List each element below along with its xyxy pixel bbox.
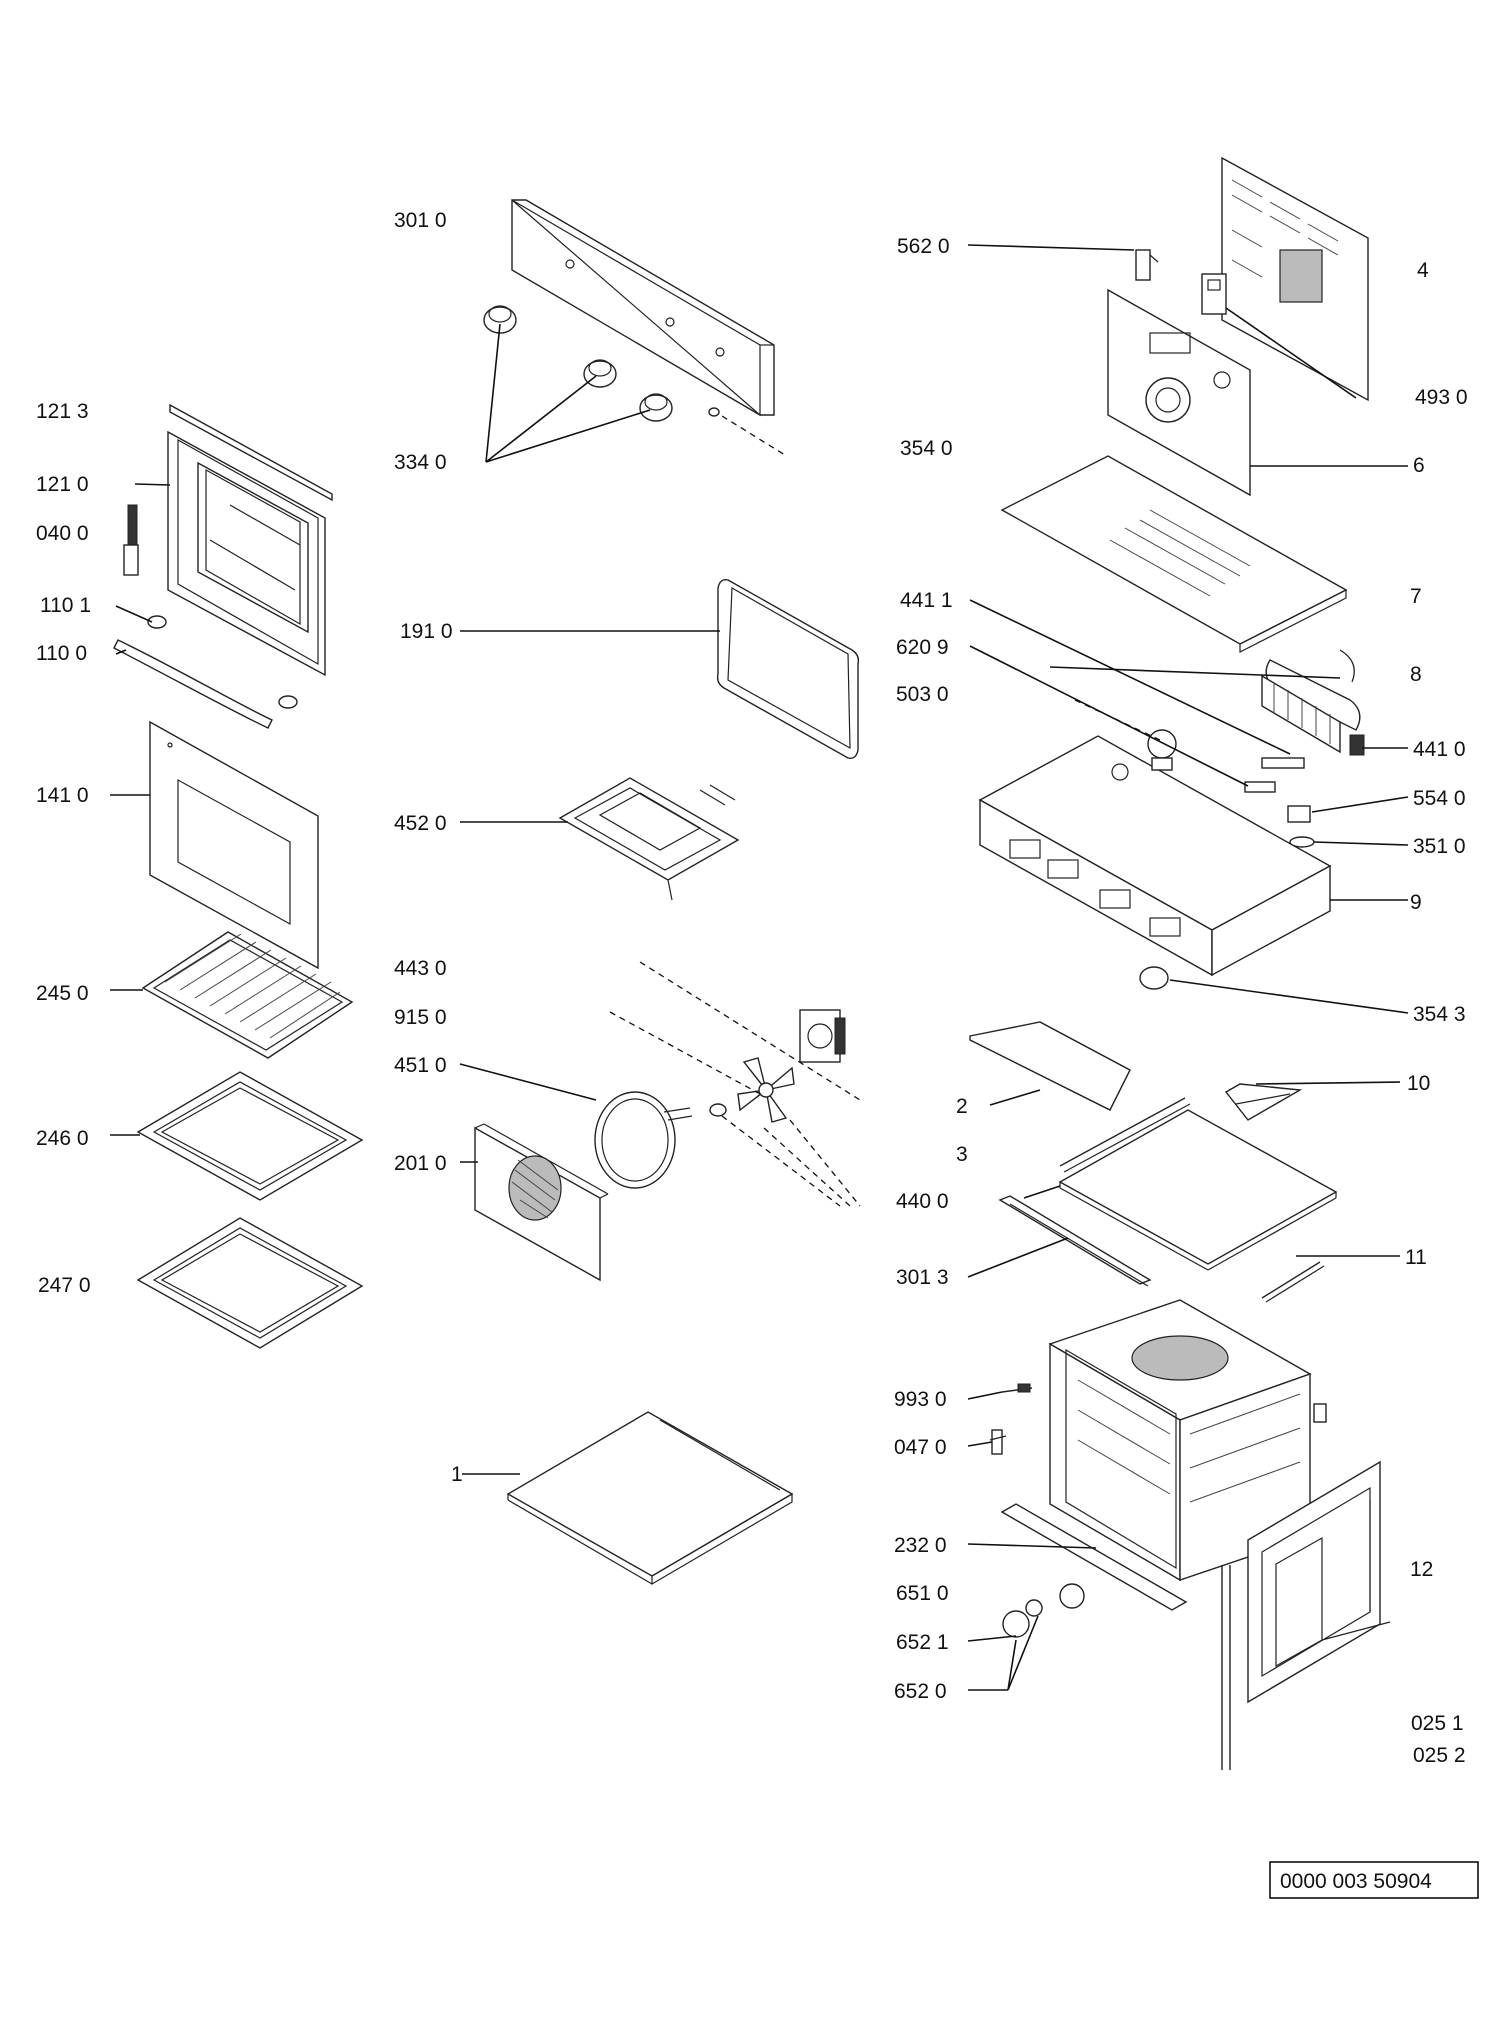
rear-wiring-panel (1201, 156, 1369, 402)
label-141-0: 141 0 (36, 784, 89, 807)
label-2: 2 (956, 1095, 968, 1118)
label-440-0: 440 0 (896, 1190, 949, 1213)
label-110-0: 110 0 (36, 642, 87, 665)
bottom-rail-and-hinges (989, 1383, 1231, 1770)
label-246-0: 246 0 (36, 1127, 89, 1150)
baking-tray-deep (136, 1217, 364, 1349)
cooling-fan-motor (1261, 649, 1365, 756)
label-025-2: 025 2 (1413, 1744, 1466, 1767)
label-245-0: 245 0 (36, 982, 89, 1005)
door-seal-gasket (716, 578, 860, 760)
label-652-0: 652 0 (894, 1680, 947, 1703)
label-121-3: 121 3 (36, 400, 89, 423)
oven-door-assembly (123, 403, 333, 677)
label-451-0: 451 0 (394, 1054, 447, 1077)
label-201-0: 201 0 (394, 1152, 447, 1175)
label-10: 10 (1407, 1072, 1430, 1095)
control-panel-fascia (511, 199, 775, 417)
label-452-0: 452 0 (394, 812, 447, 835)
control-electronics-housing (978, 699, 1332, 990)
door-handle (113, 615, 298, 729)
label-301-3: 301 3 (896, 1266, 949, 1289)
label-915-0: 915 0 (394, 1006, 447, 1029)
rail-10 (1224, 1083, 1303, 1121)
label-4: 4 (1417, 259, 1429, 282)
label-562-0: 562 0 (897, 235, 950, 258)
upper-casing (1107, 249, 1251, 497)
label-1: 1 (451, 1463, 463, 1486)
label-11: 11 (1405, 1246, 1427, 1269)
label-652-1: 652 1 (896, 1631, 949, 1654)
document-code-box: 0000 003 50904 (1269, 1861, 1479, 1899)
label-12: 12 (1410, 1558, 1433, 1581)
oven-cavity (1048, 1299, 1327, 1582)
label-493-0: 493 0 (1415, 386, 1468, 409)
label-443-0: 443 0 (394, 957, 447, 980)
side-door-panel (1247, 1460, 1391, 1704)
label-8: 8 (1410, 663, 1422, 686)
label-025-1: 025 1 (1411, 1712, 1464, 1735)
label-351-0: 351 0 (1413, 835, 1466, 858)
label-191-0: 191 0 (400, 620, 453, 643)
part-labels: 301 0 334 0 121 3 121 0 040 0 110 1 110 … (36, 209, 1468, 1767)
label-334-0: 334 0 (394, 451, 447, 474)
baking-tray-shallow (136, 1071, 364, 1201)
label-301-0: 301 0 (394, 209, 447, 232)
label-993-0: 993 0 (894, 1388, 947, 1411)
label-040-0: 040 0 (36, 522, 89, 545)
rail-11 (1261, 1261, 1325, 1303)
label-354-3: 354 3 (1413, 1003, 1466, 1026)
inner-door-glass (149, 720, 319, 970)
label-047-0: 047 0 (894, 1436, 947, 1459)
oven-base-plate (506, 1411, 794, 1586)
label-441-1: 441 1 (900, 589, 953, 612)
side-bracket (969, 1021, 1131, 1111)
top-cover-plate (1000, 455, 1348, 653)
convection-fan-assembly (474, 961, 861, 1282)
label-7: 7 (1410, 585, 1422, 608)
label-121-0: 121 0 (36, 473, 89, 496)
label-3: 3 (956, 1143, 968, 1166)
label-247-0: 247 0 (38, 1274, 91, 1297)
top-insulation-panel (1058, 1097, 1338, 1271)
label-6: 6 (1413, 454, 1425, 477)
label-503-0: 503 0 (896, 683, 949, 706)
grill-heating-element (558, 777, 740, 901)
document-code: 0000 003 50904 (1280, 1870, 1432, 1893)
label-554-0: 554 0 (1413, 787, 1466, 810)
label-441-0: 441 0 (1413, 738, 1466, 761)
control-knobs (483, 305, 786, 456)
label-354-0: 354 0 (900, 437, 953, 460)
label-9: 9 (1410, 891, 1422, 914)
label-620-9: 620 9 (896, 636, 949, 659)
label-110-1: 110 1 (40, 594, 91, 617)
leader-lines (110, 244, 1409, 1691)
label-232-0: 232 0 (894, 1534, 947, 1557)
oven-rack (141, 931, 354, 1059)
rail-301-3 (998, 1195, 1152, 1287)
label-651-0: 651 0 (896, 1582, 949, 1605)
